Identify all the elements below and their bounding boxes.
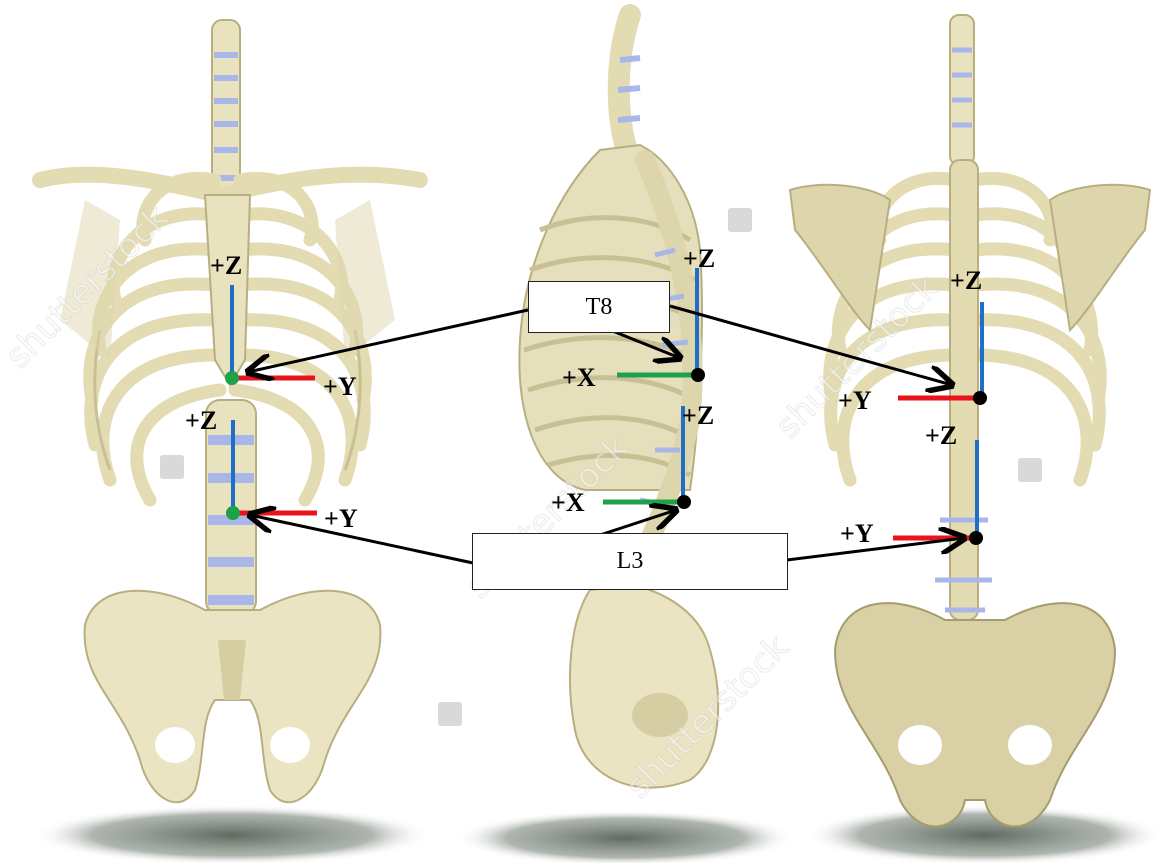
front-l3-origin [226,506,240,520]
floor-shadow-front [32,805,432,863]
front-t8-z-label: +Z [210,253,242,279]
back-t8-y-label: +Y [838,388,872,414]
front-t8-origin [225,371,239,385]
back-view-skeleton [790,15,1150,826]
l3-arrow-back [787,538,964,560]
back-l3-z-label: +Z [925,423,957,449]
side-t8-z-label: +Z [683,246,715,272]
side-l3-z-label: +Z [682,403,714,429]
floor-shadow-side [455,810,795,863]
side-t8-origin [691,368,705,382]
floor-shadow-back [805,805,1162,863]
front-t8-y-label: +Y [323,374,357,400]
t8-callout-label: T8 [586,294,613,321]
l3-callout-label: L3 [617,548,644,575]
side-t8-x-label: +X [562,365,596,391]
front-view-skeleton [40,20,420,802]
back-l3-origin [969,531,983,545]
side-l3-x-label: +X [551,490,585,516]
l3-arrow-front [250,515,473,563]
side-l3-origin [677,495,691,509]
back-t8-z-label: +Z [950,268,982,294]
l3-callout-box: L3 [472,533,788,590]
back-t8-origin [973,391,987,405]
front-l3-z-label: +Z [185,408,217,434]
back-l3-y-label: +Y [840,521,874,547]
t8-callout-box: T8 [528,281,670,333]
front-l3-y-label: +Y [324,506,358,532]
